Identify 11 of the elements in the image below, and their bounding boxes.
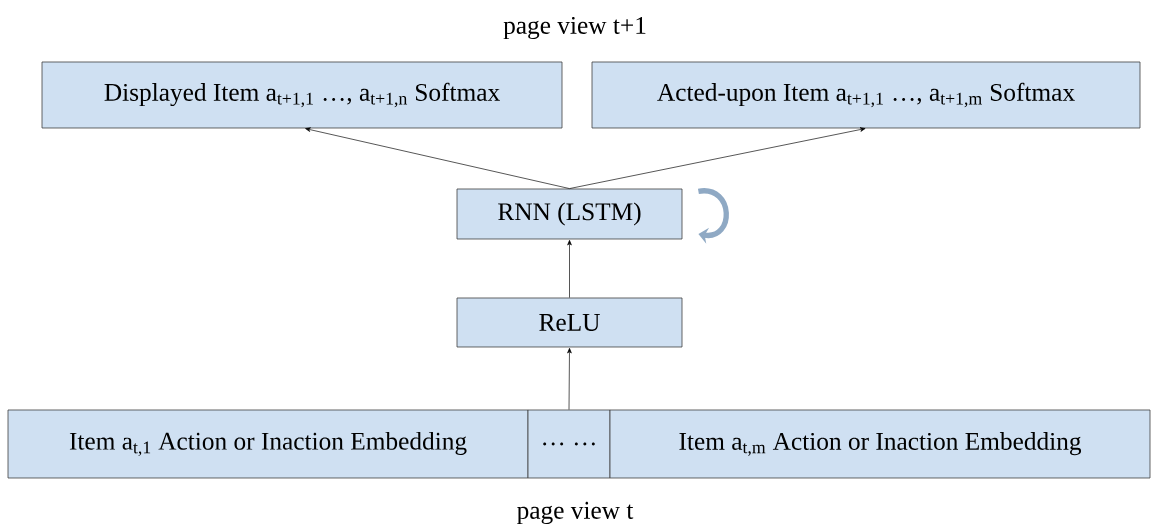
caption: page view t+1 (503, 16, 646, 40)
arrow (567, 239, 572, 298)
output-box: Displayed Item a$_{t+1,1}$ …, a$_{t+1,n}$ Softmax (41, 61, 563, 129)
output-box: Acted-upon Item a$_{t+1,1}$ …, a$_{t+1,m}$ Softmax (591, 61, 1141, 129)
arrow (305, 127, 570, 189)
process-box: ReLU (456, 297, 683, 348)
arrow (567, 347, 572, 410)
caption: page view t (517, 501, 634, 525)
process-box: RNN (LSTM) (456, 188, 683, 240)
arrow (569, 127, 866, 189)
ellipsis-cell: … … (527, 409, 611, 479)
